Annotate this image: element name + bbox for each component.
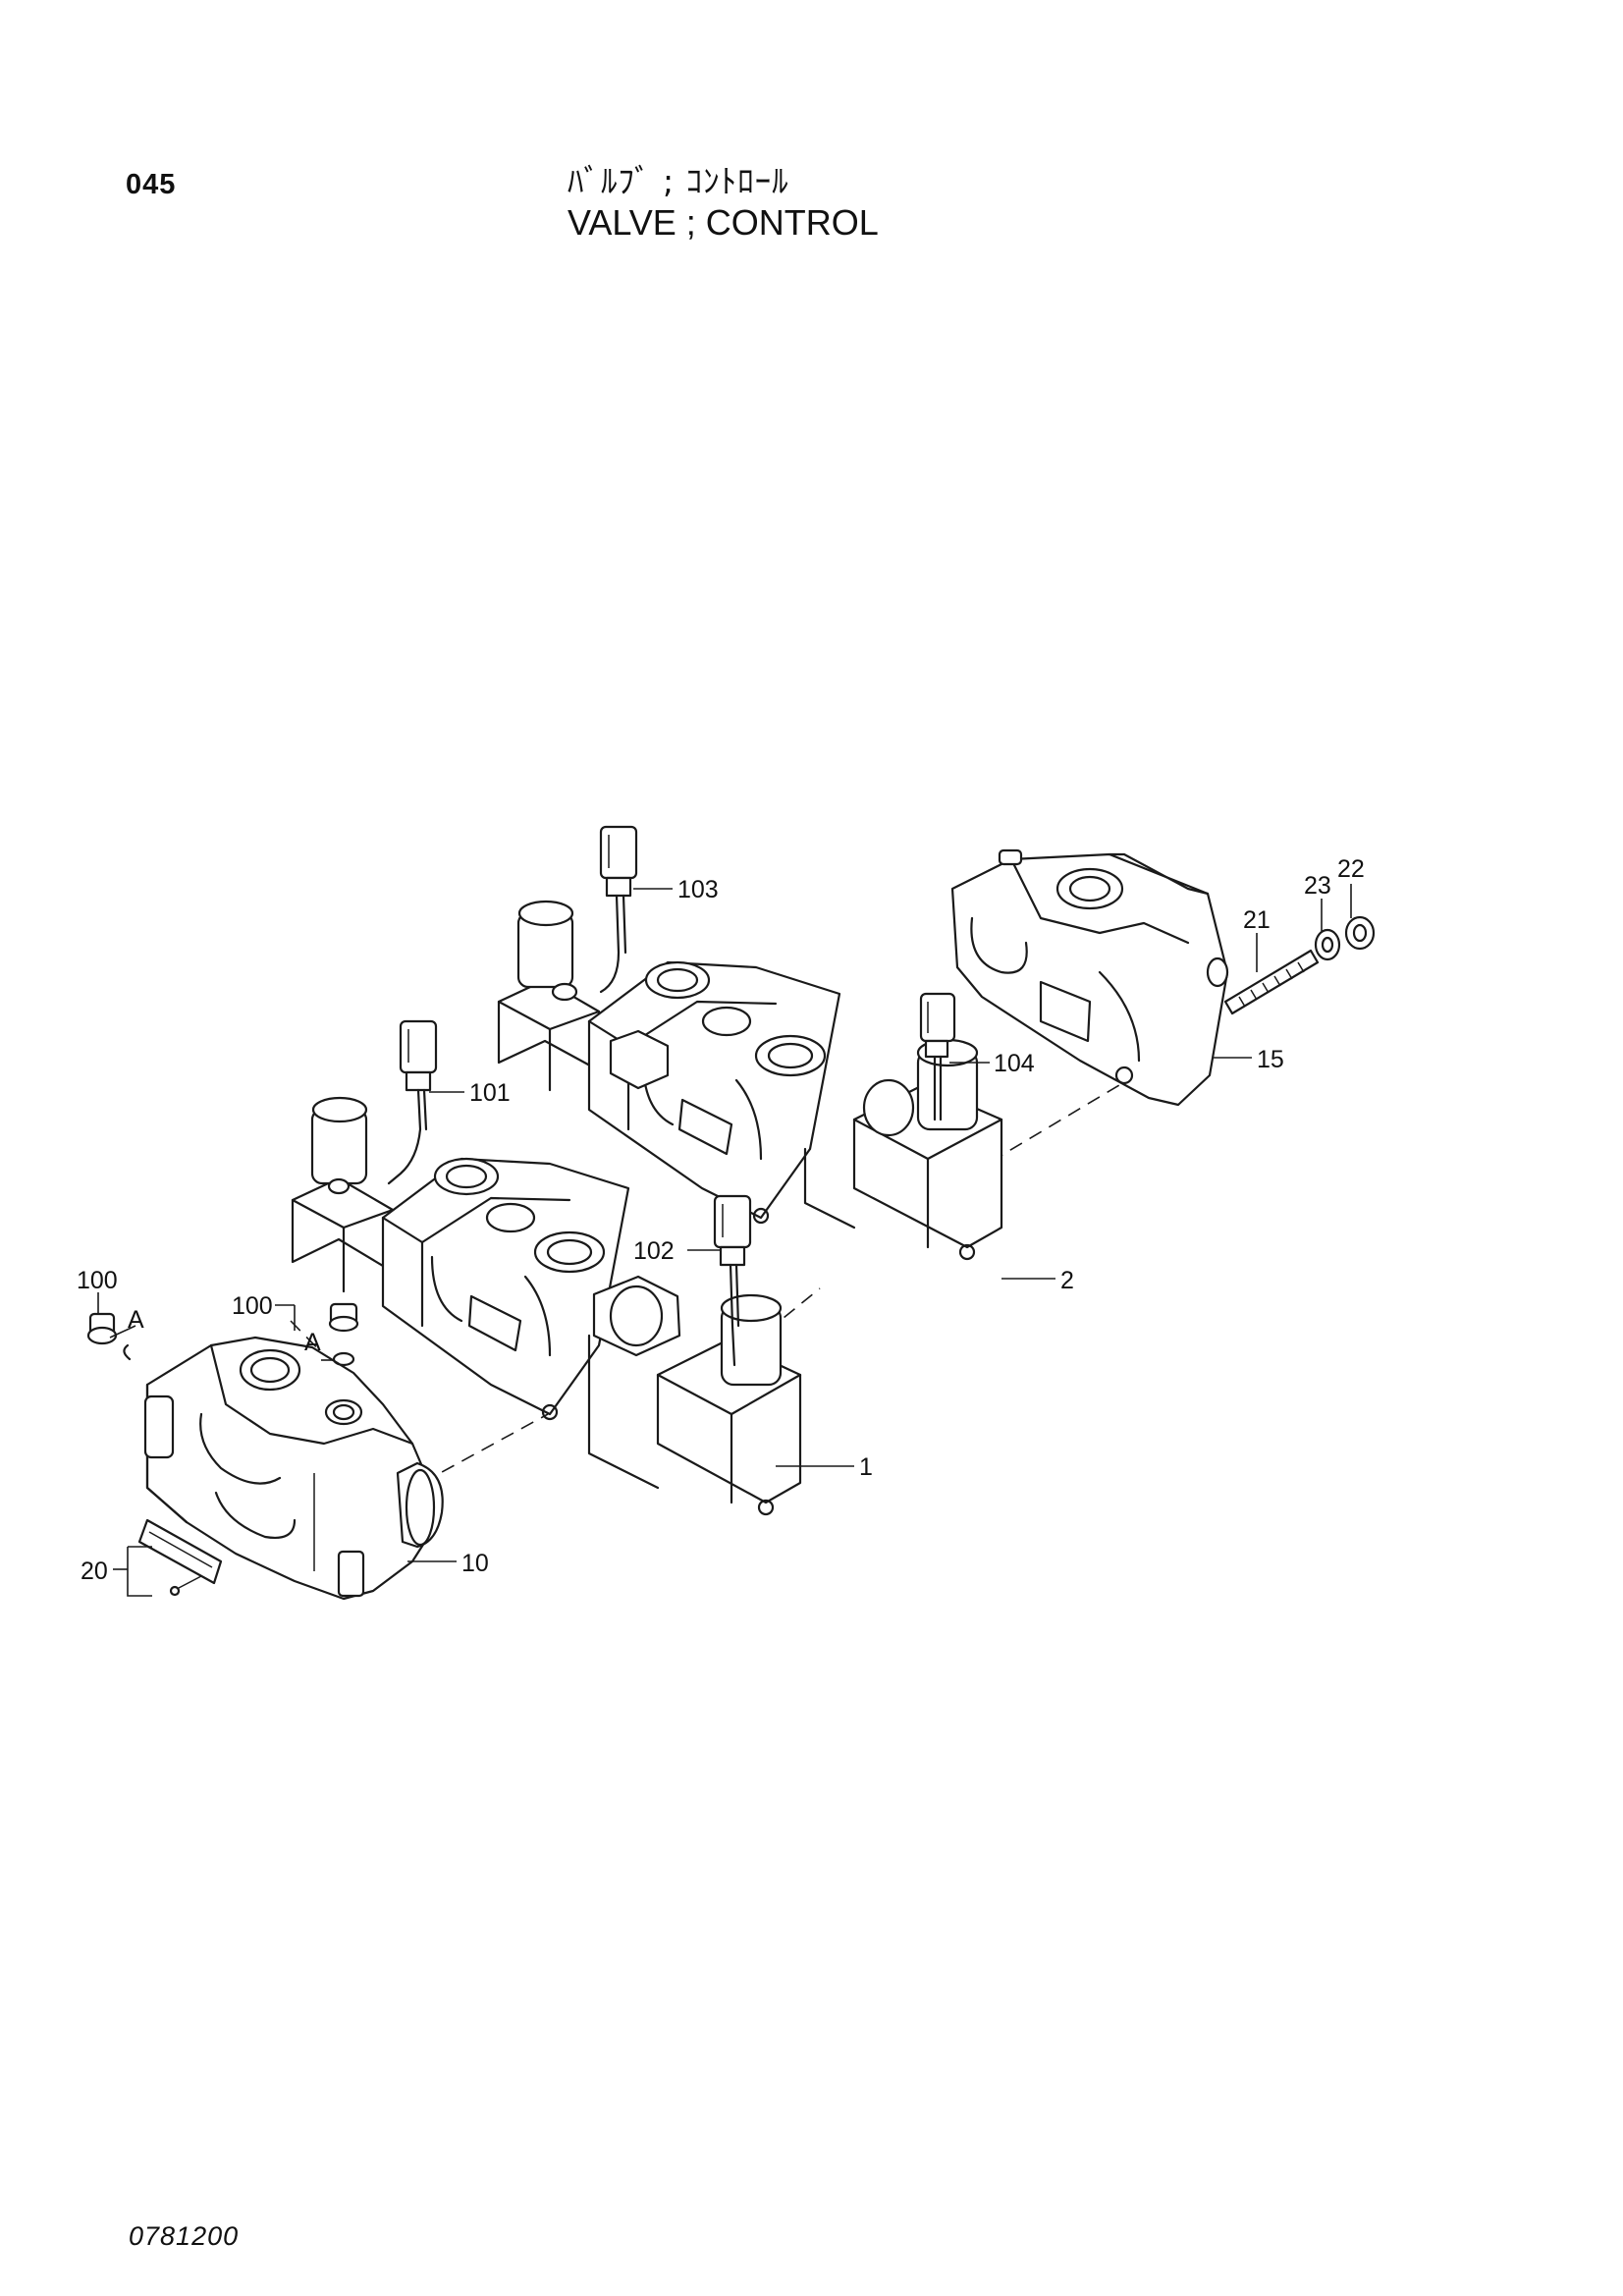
leader-lines [97,884,1352,1597]
title-japanese: ﾊﾞﾙﾌﾞ ; ｺﾝﾄﾛｰﾙ [568,162,789,200]
drawing-code: 0781200 [129,2221,240,2251]
callout-labels: 1 2 10 15 20 21 23 22 100 100 101 102 10… [77,855,1365,1585]
callout-21: 21 [1243,906,1271,934]
reference-a-left: A [128,1306,144,1334]
callout-104: 104 [994,1050,1035,1077]
callout-20: 20 [81,1558,108,1585]
part-104-harness [919,992,956,1121]
part-23-washer [1314,928,1341,961]
callout-22: 22 [1337,855,1365,883]
part-102-harness [713,1194,752,1367]
part-2-valve-section [497,900,1003,1261]
callout-23: 23 [1304,872,1331,900]
part-10-inlet-cover [143,1336,444,1601]
callout-1: 1 [859,1453,873,1481]
part-20-nameplate [137,1518,223,1597]
callout-10: 10 [461,1550,489,1577]
callout-103: 103 [677,876,719,903]
callout-101: 101 [469,1079,511,1107]
title-english: VALVE ; CONTROL [568,202,879,243]
part-21-stud-bolt [1223,949,1320,1015]
callout-2: 2 [1060,1267,1074,1294]
part-15-outlet-cover [950,848,1229,1107]
part-101-harness [387,1019,438,1185]
callout-100-left: 100 [77,1267,118,1294]
part-103-harness [599,825,638,994]
part-22-nut [1344,915,1376,951]
callout-102: 102 [633,1237,675,1265]
reference-a-center: A [304,1329,321,1356]
callout-100-center: 100 [232,1292,273,1320]
page-number: 045 [126,169,177,200]
part-1-valve-section [291,1096,802,1516]
callout-15: 15 [1257,1046,1284,1073]
